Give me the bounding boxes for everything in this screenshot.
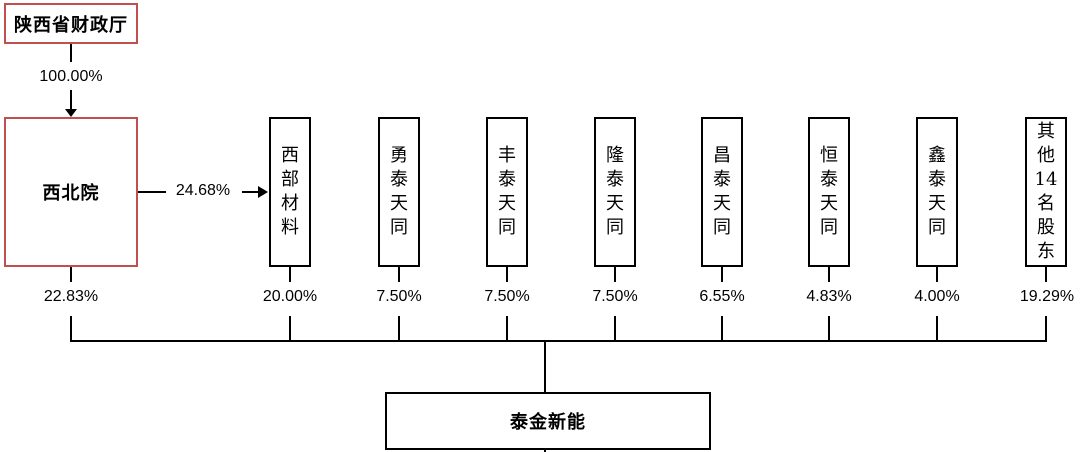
connector-top-to-nwu-upper bbox=[70, 44, 72, 62]
stub-upper-7 bbox=[1045, 267, 1047, 282]
nwu-box: 西北院 bbox=[4, 117, 138, 267]
target-company-label: 泰金新能 bbox=[510, 412, 586, 433]
stub-lower-5 bbox=[828, 316, 830, 341]
shareholder-box-0: 西部材料 bbox=[269, 117, 311, 267]
share-nwu-to-target: 22.83% bbox=[43, 288, 99, 305]
shareholder-share-1: 7.50% bbox=[376, 288, 422, 305]
shareholder-share-2: 7.50% bbox=[484, 288, 530, 305]
shareholder-name-4: 昌泰天同 bbox=[712, 145, 731, 238]
shareholder-name-3: 隆泰天同 bbox=[605, 145, 624, 238]
stub-upper-3 bbox=[614, 267, 616, 282]
shareholder-box-6: 鑫泰天同 bbox=[916, 117, 958, 267]
shareholder-box-2: 丰泰天同 bbox=[486, 117, 528, 267]
stub-lower-nwu bbox=[70, 316, 72, 341]
stub-upper-4 bbox=[721, 267, 723, 282]
shareholder-name-5: 恒泰天同 bbox=[819, 145, 838, 238]
shareholder-name-1: 勇泰天同 bbox=[389, 145, 408, 238]
stub-lower-4 bbox=[721, 316, 723, 341]
nwu-label: 西北院 bbox=[42, 183, 100, 204]
horizontal-bus-line bbox=[70, 340, 1047, 342]
shareholder-share-0: 20.00% bbox=[262, 288, 318, 305]
shareholder-name-2: 丰泰天同 bbox=[497, 145, 516, 238]
connector-top-to-nwu-lower bbox=[70, 90, 72, 110]
connector-nwu-to-material-left bbox=[138, 191, 166, 193]
stub-upper-1 bbox=[398, 267, 400, 282]
stub-upper-5 bbox=[828, 267, 830, 282]
shareholder-share-5: 4.83% bbox=[806, 288, 852, 305]
shareholder-name-0: 西部材料 bbox=[280, 145, 299, 238]
shareholder-box-4: 昌泰天同 bbox=[701, 117, 743, 267]
arrowhead-down-to-nwu bbox=[65, 109, 77, 117]
stub-lower-1 bbox=[398, 316, 400, 341]
connector-nwu-down-upper bbox=[70, 267, 72, 282]
shareholder-box-7: 其他14名股东 bbox=[1025, 117, 1067, 267]
shareholder-share-7: 19.29% bbox=[1019, 288, 1075, 305]
connector-nwu-to-material-right bbox=[242, 191, 258, 193]
shareholder-box-3: 隆泰天同 bbox=[594, 117, 636, 267]
shareholder-name-6: 鑫泰天同 bbox=[927, 145, 946, 238]
shareholder-share-4: 6.55% bbox=[699, 288, 745, 305]
stub-lower-0 bbox=[289, 316, 291, 341]
stub-lower-3 bbox=[614, 316, 616, 341]
connector-bus-to-target bbox=[544, 340, 546, 392]
share-nwu-to-material: 24.68% bbox=[175, 182, 231, 199]
shareholder-share-3: 7.50% bbox=[592, 288, 638, 305]
shareholder-name-7: 其他14名股东 bbox=[1034, 121, 1058, 262]
stub-lower-2 bbox=[506, 316, 508, 341]
stub-upper-0 bbox=[289, 267, 291, 282]
target-company-box: 泰金新能 bbox=[385, 392, 711, 450]
stub-upper-6 bbox=[936, 267, 938, 282]
shareholder-box-5: 恒泰天同 bbox=[808, 117, 850, 267]
share-top-to-nwu: 100.00% bbox=[39, 68, 103, 85]
stub-upper-2 bbox=[506, 267, 508, 282]
arrowhead-right-to-material bbox=[258, 186, 268, 198]
shaanxi-finance-dept-label: 陕西省财政厅 bbox=[14, 14, 128, 36]
shareholder-box-1: 勇泰天同 bbox=[378, 117, 420, 267]
connector-target-bottom bbox=[544, 448, 546, 452]
shaanxi-finance-dept-box: 陕西省财政厅 bbox=[4, 3, 138, 44]
stub-lower-6 bbox=[936, 316, 938, 341]
shareholder-share-6: 4.00% bbox=[914, 288, 960, 305]
stub-lower-7 bbox=[1045, 316, 1047, 341]
